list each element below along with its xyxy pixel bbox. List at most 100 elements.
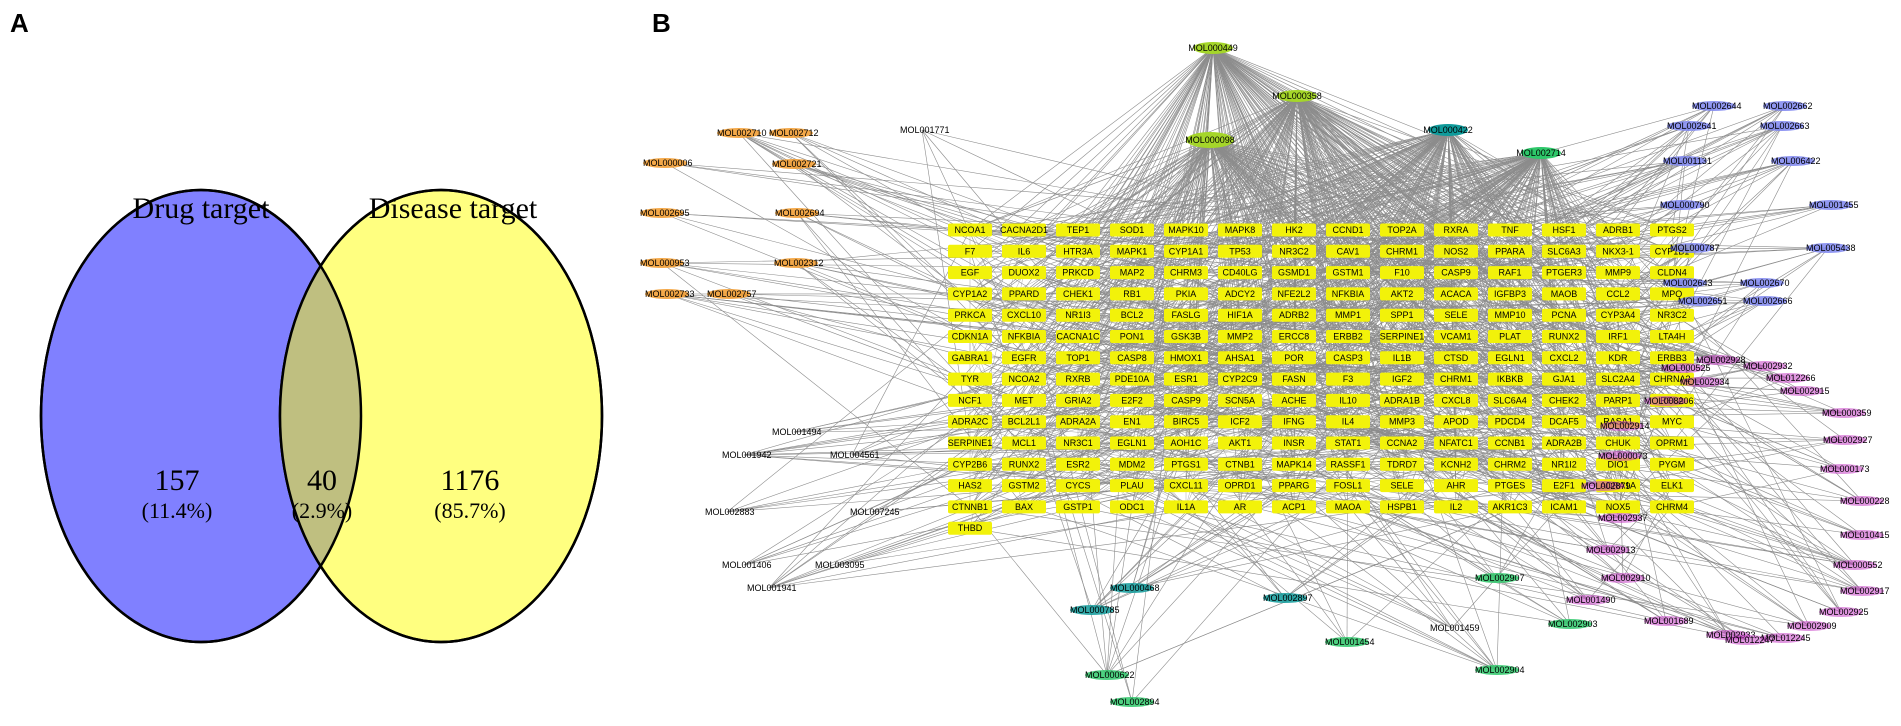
network-edge xyxy=(969,272,1133,316)
target-node-shape xyxy=(1380,415,1424,429)
target-node-shape xyxy=(1596,436,1640,450)
target-node-label: CYP1B1 xyxy=(1655,246,1690,256)
target-node-label: CHRM1 xyxy=(1386,246,1418,256)
drug-target-outline xyxy=(39,188,363,644)
target-node-label: GSK3B xyxy=(1171,332,1201,342)
compound-node-shape xyxy=(1598,513,1642,523)
compound-node-mol005438: MOL005438 xyxy=(1806,243,1856,253)
target-node-label: NFATC1 xyxy=(1439,438,1473,448)
network-edge xyxy=(1131,485,1498,671)
target-node-label: FASN xyxy=(1282,374,1306,384)
target-node-gria2: GRIA2 xyxy=(1056,393,1100,407)
target-node-label: MAPK1 xyxy=(1117,246,1148,256)
compound-node-label: MOL001454 xyxy=(1325,637,1375,647)
target-node-label: AKR1C3 xyxy=(1492,502,1527,512)
target-node-shape xyxy=(1218,223,1262,237)
target-node-label: ADRA2A xyxy=(1060,417,1096,427)
network-edge xyxy=(1401,152,1542,231)
target-node-label: SELE xyxy=(1444,310,1467,320)
target-node-rxrb: RXRB xyxy=(1056,372,1100,386)
target-node-label: ELK1 xyxy=(1661,481,1683,491)
target-node-label: PON1 xyxy=(1120,332,1145,342)
compound-node-shape xyxy=(1840,530,1884,540)
compound-node-mol002910: MOL002910 xyxy=(1601,573,1651,583)
target-node-pde10a: PDE10A xyxy=(1110,372,1154,386)
compound-node-shape xyxy=(1670,243,1714,253)
target-node-label: KCNH2 xyxy=(1441,459,1472,469)
compound-node-shape xyxy=(1475,665,1519,675)
compound-node-label: MOL002932 xyxy=(1743,361,1793,371)
target-node-pon1: PON1 xyxy=(1110,330,1154,343)
compound-node-label: MOL000953 xyxy=(640,258,690,268)
target-node-shape xyxy=(1272,287,1316,301)
target-node-shape xyxy=(1596,266,1640,280)
compound-node-shape xyxy=(1581,481,1625,491)
network-edge xyxy=(1293,251,1457,273)
target-node-cav1: CAV1 xyxy=(1326,244,1370,258)
compound-node-mol000790: MOL000790 xyxy=(1660,200,1710,210)
target-node-shape xyxy=(1326,244,1370,258)
target-node-rxra: RXRA xyxy=(1434,223,1478,237)
target-node-label: IFNG xyxy=(1283,417,1305,427)
network-edge xyxy=(1077,378,1403,444)
panel-a-label: A xyxy=(10,8,29,38)
network-edge xyxy=(796,212,971,231)
network-edge xyxy=(1185,229,1403,295)
target-node-chrm4: CHRM4 xyxy=(1650,500,1694,514)
target-node-label: CXCL11 xyxy=(1169,481,1202,491)
compound-node-label: MOL005438 xyxy=(1806,243,1856,253)
hub-node-shape xyxy=(1277,90,1317,102)
target-node-shape xyxy=(1650,223,1694,237)
network-edge xyxy=(1131,47,1214,231)
target-node-label: INSR xyxy=(1283,438,1305,448)
target-node-label: F7 xyxy=(965,246,976,256)
target-node-shape xyxy=(1218,415,1262,429)
target-node-shape xyxy=(948,244,992,258)
target-node-mmp1: MMP1 xyxy=(1326,308,1370,322)
compound-node-shape xyxy=(1601,573,1645,583)
target-node-shape xyxy=(1002,287,1046,301)
compound-node-mol012247: MOL012247 xyxy=(1725,635,1775,645)
target-node-plat: PLAT xyxy=(1488,330,1532,343)
target-node-shape xyxy=(1596,330,1640,343)
network-edge xyxy=(1401,251,1673,422)
compound-node-shape xyxy=(1761,633,1805,643)
network-edge xyxy=(768,485,1565,589)
target-node-label: MAP2 xyxy=(1120,268,1145,278)
target-node-shape xyxy=(1596,372,1640,386)
compound-node-shape xyxy=(1780,386,1824,396)
network-edge xyxy=(1347,160,1686,231)
target-node-label: CXCL10 xyxy=(1007,310,1041,320)
target-node-label: PRKCD xyxy=(1062,268,1094,278)
target-node-shape xyxy=(1542,457,1586,471)
target-node-mpo: MPO xyxy=(1650,287,1694,301)
target-node-label: TYR xyxy=(961,374,980,384)
network-edge xyxy=(969,378,1403,444)
network-edge xyxy=(1131,357,1349,422)
target-node-cldn4: CLDN4 xyxy=(1650,266,1694,280)
target-node-shape xyxy=(1326,351,1370,365)
network-edge xyxy=(1131,400,1286,599)
compound-node-shape xyxy=(645,289,689,299)
target-node-mmp10: MMP10 xyxy=(1488,308,1532,322)
compound-node-mol001406: MOL001406 xyxy=(722,560,772,570)
hub-node-shape xyxy=(1186,132,1234,148)
target-node-label: MMP10 xyxy=(1494,310,1525,320)
compound-node-label: MOL002917 xyxy=(1840,586,1890,596)
network-edge xyxy=(1185,506,1348,643)
network-edge xyxy=(969,47,1214,358)
target-node-htr3a: HTR3A xyxy=(1056,244,1100,258)
network-edge xyxy=(1617,293,1842,613)
target-node-shape xyxy=(1488,393,1532,407)
target-node-tep1: TEP1 xyxy=(1056,223,1100,237)
compound-node-label: MOL002904 xyxy=(1475,665,1525,675)
target-node-shape xyxy=(1596,287,1640,301)
compound-node-label: MOL002694 xyxy=(775,208,825,218)
compound-node-mol000953: MOL000953 xyxy=(640,258,690,268)
target-node-acp1: ACP1 xyxy=(1272,500,1316,514)
target-node-label: SCN5A xyxy=(1225,395,1255,405)
compound-node-mol012266: MOL012266 xyxy=(1766,373,1816,383)
target-node-cyp1a2: CYP1A2 xyxy=(948,287,992,301)
target-node-egln1: EGLN1 xyxy=(1110,436,1154,450)
